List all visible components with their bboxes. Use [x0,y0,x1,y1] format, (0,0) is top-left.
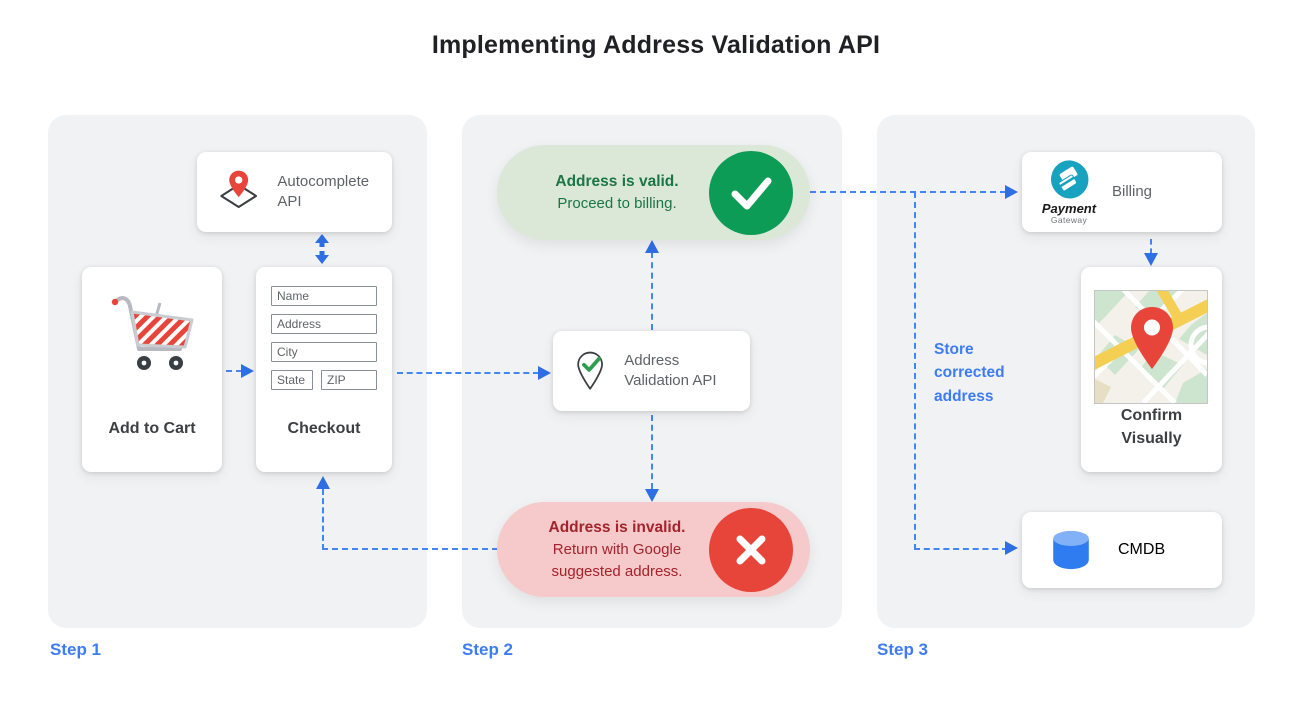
payment-logo-subtitle: Gateway [1050,215,1088,225]
city-input[interactable] [271,342,377,362]
zip-input[interactable] [321,370,377,390]
arrowhead-icon [645,240,659,253]
checkout-label: Checkout [287,420,361,437]
payment-gateway-logo: Payment Gateway [1038,159,1100,225]
address-valid-title: Address is valid. [555,172,679,190]
arrowhead-icon [1005,185,1018,199]
billing-label: Billing [1112,182,1153,200]
step3-label: Step 3 [877,640,929,659]
connector-autocomplete-checkout [314,234,330,269]
database-icon [1053,530,1089,570]
address-invalid-pill: Address is invalid. Return with Google s… [497,502,810,597]
arrowhead-icon [538,366,551,380]
connector-cart-to-checkout [226,370,242,372]
autocomplete-api-label: Autocomplete API [277,172,370,210]
arrowhead-icon [1144,253,1158,266]
map-pin-diamond-icon [220,170,258,209]
arrowhead-icon [241,364,254,378]
map-pin-check-icon [577,351,603,390]
connector-checkout-to-validation [397,372,539,374]
connector-validation-to-valid [651,252,653,330]
step2-label: Step 2 [462,640,514,659]
connector-invalid-to-checkout [322,489,498,550]
arrowhead-icon [645,489,659,502]
payment-gateway-icon [1051,160,1089,199]
add-to-cart-label: Add to Cart [108,420,196,437]
checkout-card: Checkout [256,267,392,472]
cmdb-label: CMDB [1118,541,1166,558]
payment-logo-title: Payment [1041,201,1097,216]
cmdb-card: CMDB [1022,512,1222,588]
address-invalid-title: Address is invalid. [548,519,686,537]
billing-card: Payment Gateway Billing [1022,152,1222,232]
address-validation-api-label: Address Validation API [624,351,717,389]
double-arrow-icon [315,234,329,264]
arrowhead-icon [316,476,330,489]
confirm-visually-card: Confirm Visually [1081,267,1230,472]
connector-valid-to-billing [800,191,1006,193]
address-input[interactable] [271,314,377,334]
address-valid-text: Address is valid. Proceed to billing. [523,145,711,240]
map-thumbnail [1084,282,1230,405]
address-validation-api-card: Address Validation API [553,331,750,411]
address-valid-subtitle: Proceed to billing. [557,194,677,212]
checkout-form [271,286,377,398]
x-circle-icon [709,507,793,592]
connector-billing-to-confirm [1150,239,1152,254]
store-corrected-address-note: Store corrected address [934,341,1005,405]
address-invalid-subtitle: Return with Google suggested address. [551,541,683,580]
address-invalid-text: Address is invalid. Return with Google s… [523,502,711,597]
autocomplete-api-card: Autocomplete API [197,152,392,232]
add-to-cart-card: Add to Cart [82,267,222,472]
connector-store-to-cmdb [914,192,1008,550]
name-input[interactable] [271,286,377,306]
shopping-cart-icon [104,287,200,388]
page-title: Implementing Address Validation API [431,31,881,59]
arrowhead-icon [1005,541,1018,555]
confirm-visually-label: Confirm Visually [1120,406,1183,447]
state-input[interactable] [271,370,313,390]
check-circle-icon [709,150,793,235]
address-valid-pill: Address is valid. Proceed to billing. [497,145,810,240]
connector-validation-to-invalid [651,415,653,489]
step1-label: Step 1 [50,640,102,659]
